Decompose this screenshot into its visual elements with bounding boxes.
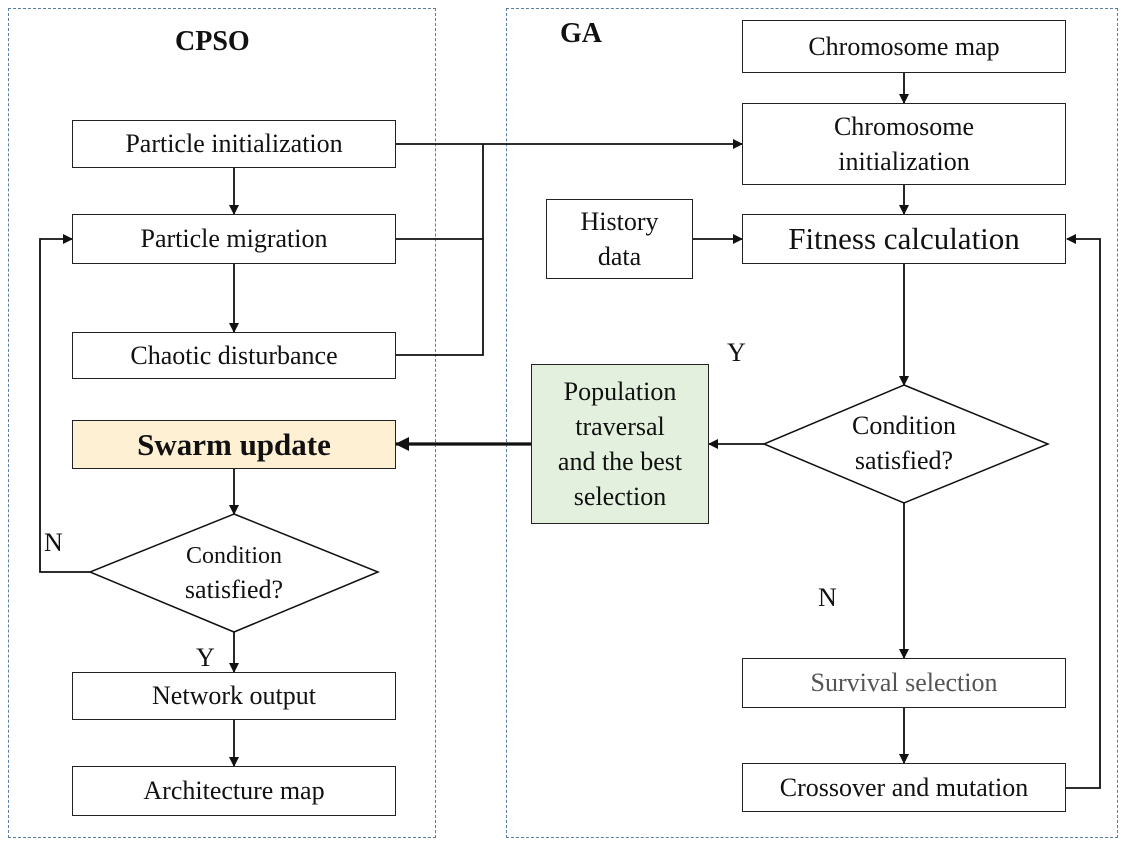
chromosome-map-box: Chromosome map [742,20,1066,73]
population-traversal-box: Population traversal and the best select… [531,364,709,524]
population-line-2: traversal [575,411,665,441]
cpso-panel [8,8,436,838]
cpso-condition-line-1: Condition [185,543,282,569]
line-chaotic-join [396,239,484,356]
cpso-condition-line-2: satisfied? [184,575,284,605]
population-line-4: selection [573,482,667,512]
chromosome-init-line-2: initialization [838,147,970,176]
population-line-1: Population [563,376,677,406]
cpso-condition-diamond [88,513,380,633]
line-migration-join [396,144,484,240]
cpso-condition-label: Condition satisfied? [134,540,334,607]
cpso-n-label: N [44,528,63,557]
cpso-title: CPSO [175,26,250,57]
ga-condition-line-2: satisfied? [854,446,954,476]
particle-migration-box: Particle migration [72,214,396,264]
fitness-calculation-box: Fitness calculation [742,214,1066,264]
architecture-map-box: Architecture map [72,766,396,816]
arrow-crossover-loop-to-fitness [1065,234,1101,789]
history-data-box: History data [546,199,693,279]
crossover-mutation-box: Crossover and mutation [742,763,1066,812]
chromosome-init-line-1: Chromosome [833,111,975,141]
arrow-n-loop-to-migration [39,234,90,573]
chaotic-disturbance-box: Chaotic disturbance [72,332,396,379]
cpso-y-label: Y [196,643,215,672]
ga-condition-label: Condition satisfied? [804,408,1004,478]
ga-condition-diamond [762,384,1050,504]
swarm-update-box: Swarm update [72,420,396,469]
survival-selection-box: Survival selection [742,658,1066,708]
ga-condition-line-1: Condition [851,411,956,440]
ga-y-label: Y [727,338,746,367]
history-data-line-2: data [597,242,642,271]
history-data-line-1: History [580,206,659,236]
particle-initialization-box: Particle initialization [72,120,396,168]
network-output-box: Network output [72,672,396,720]
ga-n-label: N [818,583,837,612]
population-line-3: and the best [557,447,683,476]
chromosome-initialization-box: Chromosome initialization [742,103,1066,185]
ga-title: GA [560,18,602,49]
ga-panel [506,8,1118,838]
